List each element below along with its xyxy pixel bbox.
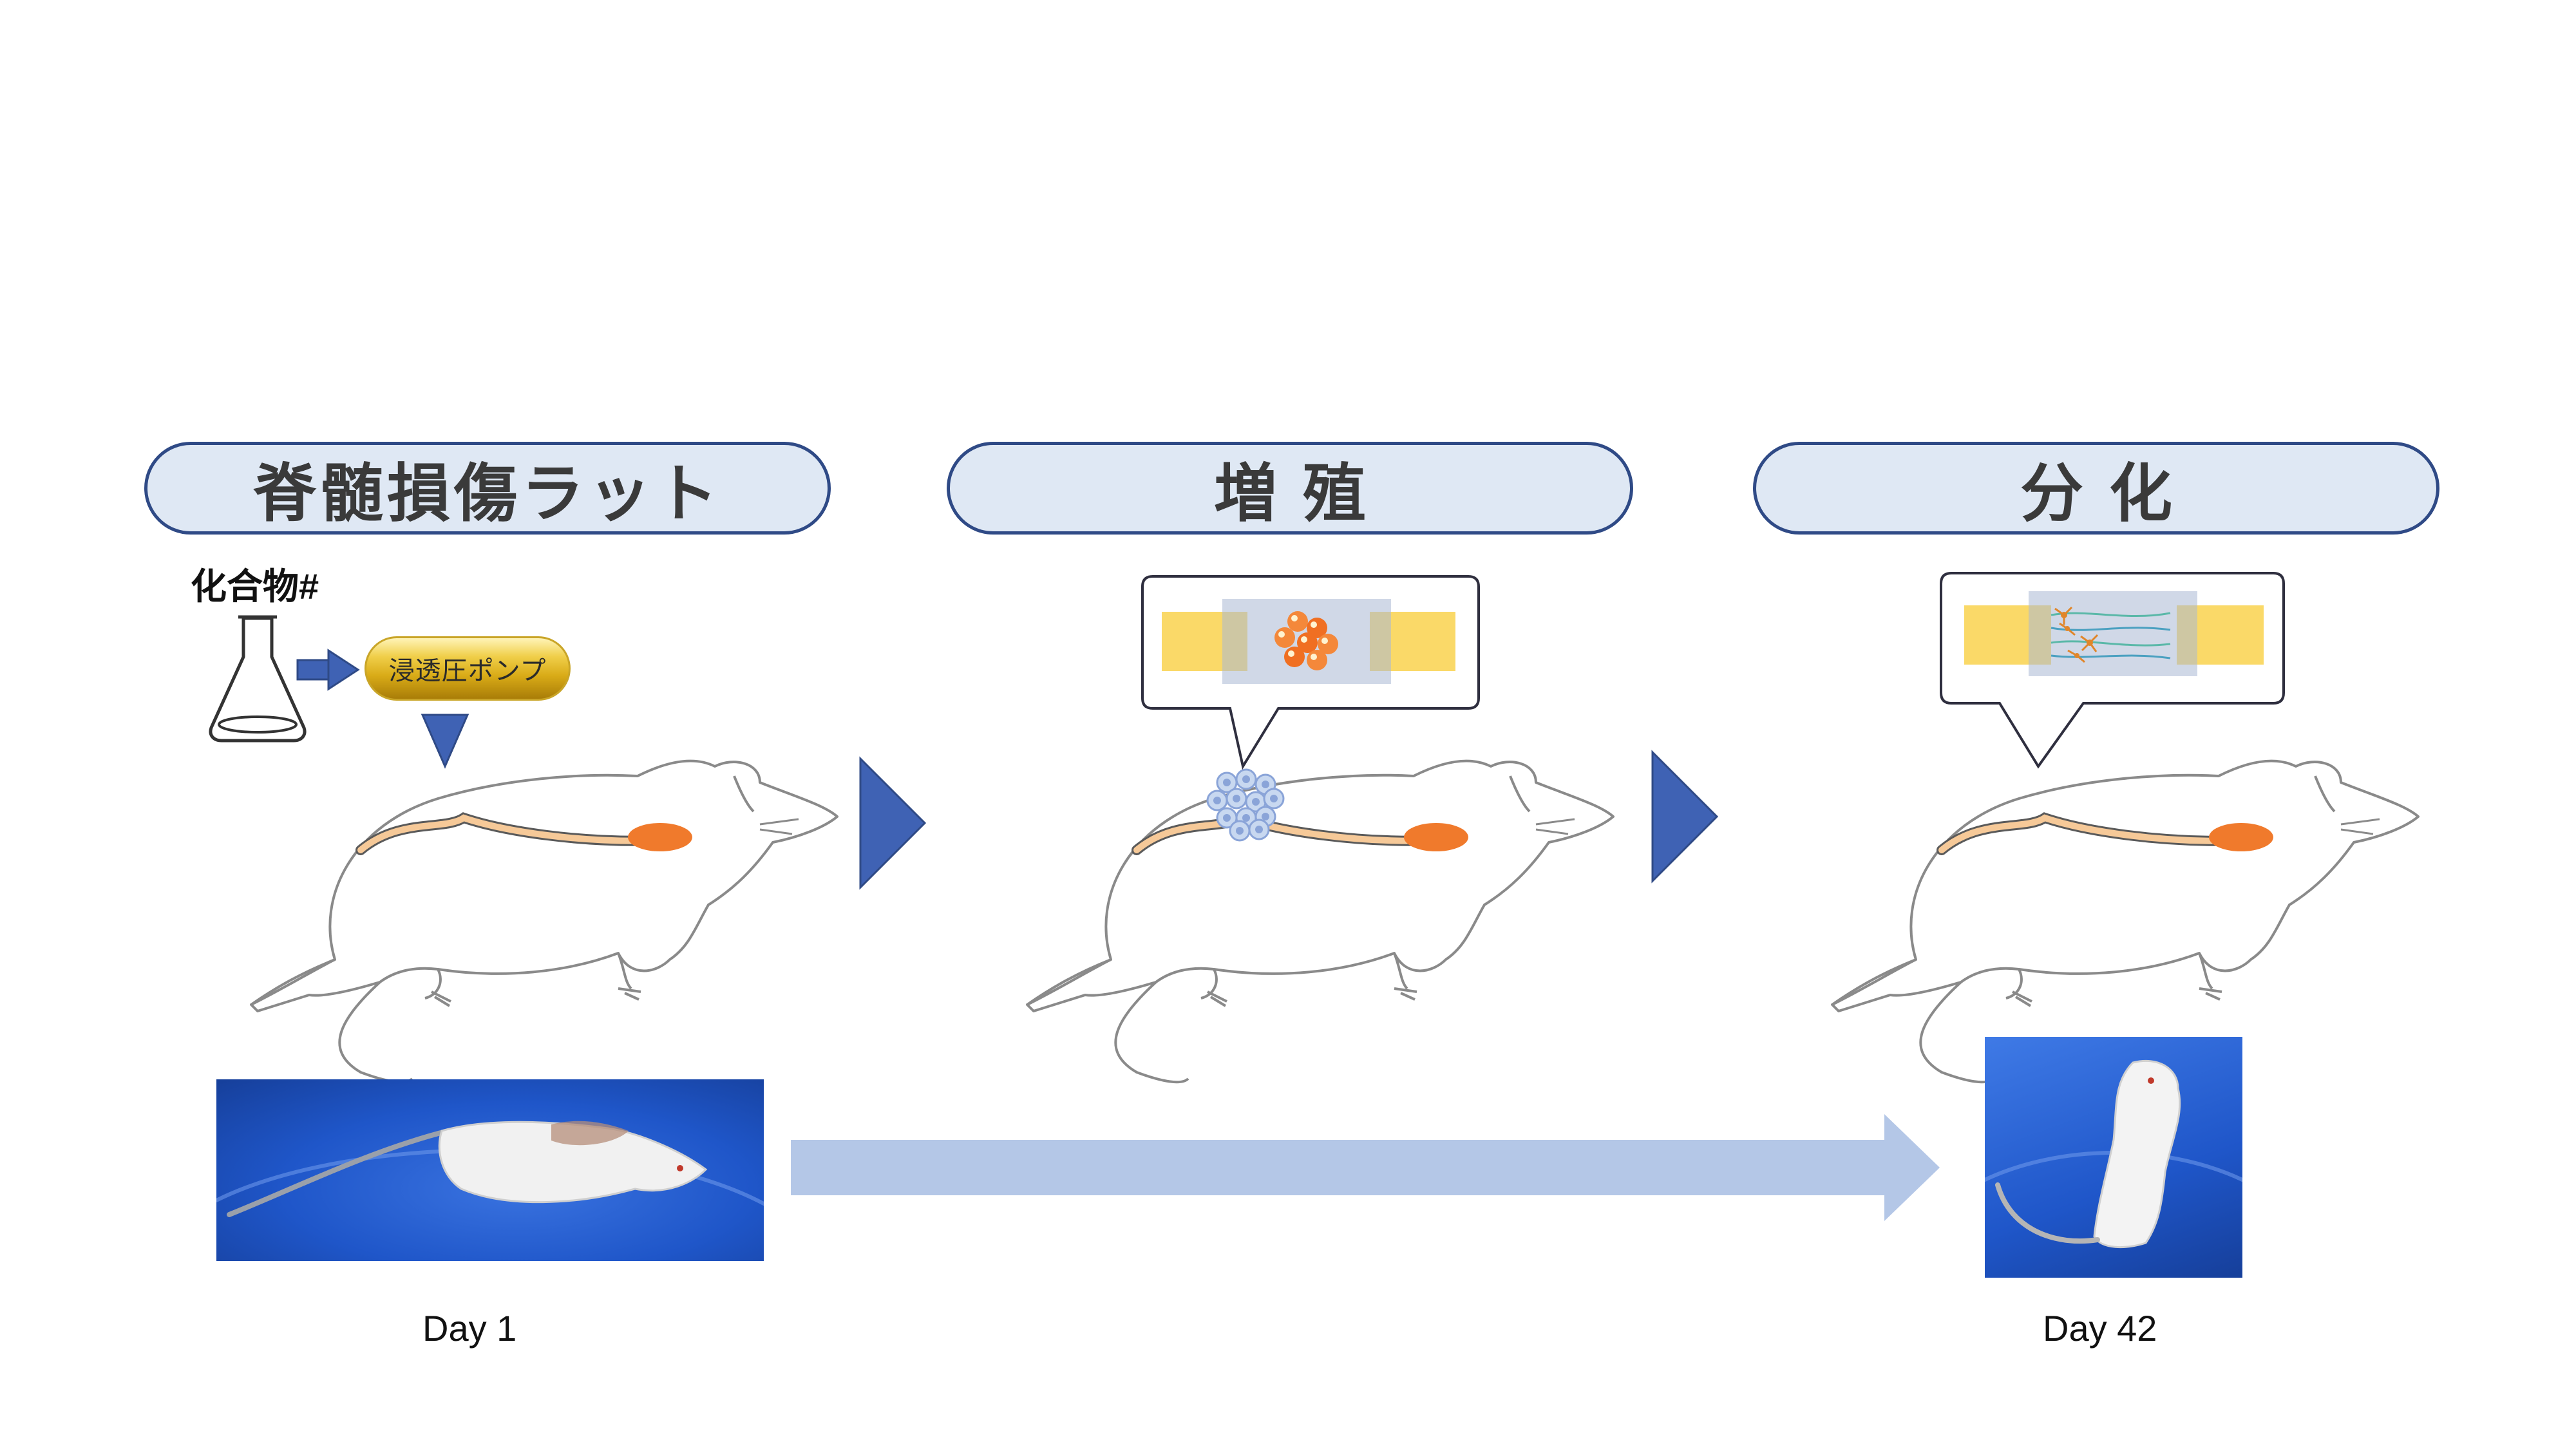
pump-down-triangle-icon: [421, 714, 469, 769]
compound-label: 化合物#: [191, 566, 319, 607]
stage-header-differentiation-label: 分化: [2020, 457, 2198, 531]
timeline-arrow-icon: [791, 1114, 1940, 1221]
callout-proliferation: [1141, 575, 1480, 770]
stage-header-injury-label: 脊髄損傷ラット: [252, 457, 722, 531]
flask-icon: [209, 615, 307, 743]
callout-differentiation: [1940, 572, 2285, 769]
rat-proliferation-icon: [1026, 759, 1615, 1084]
rat-injury-icon: [250, 759, 838, 1084]
stage-header-differentiation: 分化: [1753, 442, 2439, 535]
day-end-label: Day 42: [2043, 1308, 2157, 1349]
brain-icon: [628, 823, 692, 851]
day1-rat-photo: [216, 1079, 764, 1261]
osmotic-pump-label: 浸透圧ポンプ: [388, 656, 547, 686]
chevron-right-icon: [859, 756, 927, 890]
osmotic-pump-icon: 浸透圧ポンプ: [365, 636, 571, 701]
day-start-label: Day 1: [422, 1308, 517, 1349]
day42-rat-photo: [1985, 1037, 2242, 1278]
rat-differentiation-icon: [1831, 759, 2420, 1084]
stage-header-proliferation-label: 増殖: [1213, 457, 1392, 531]
neuron-icon: [2050, 606, 2171, 663]
stage-header-proliferation: 増殖: [947, 442, 1633, 535]
chevron-right-icon: [1651, 750, 1719, 884]
flask-to-pump-arrow-icon: [296, 649, 360, 691]
proliferating-cells-icon: [1274, 611, 1338, 670]
stage-header-injury: 脊髄損傷ラット: [144, 442, 831, 535]
